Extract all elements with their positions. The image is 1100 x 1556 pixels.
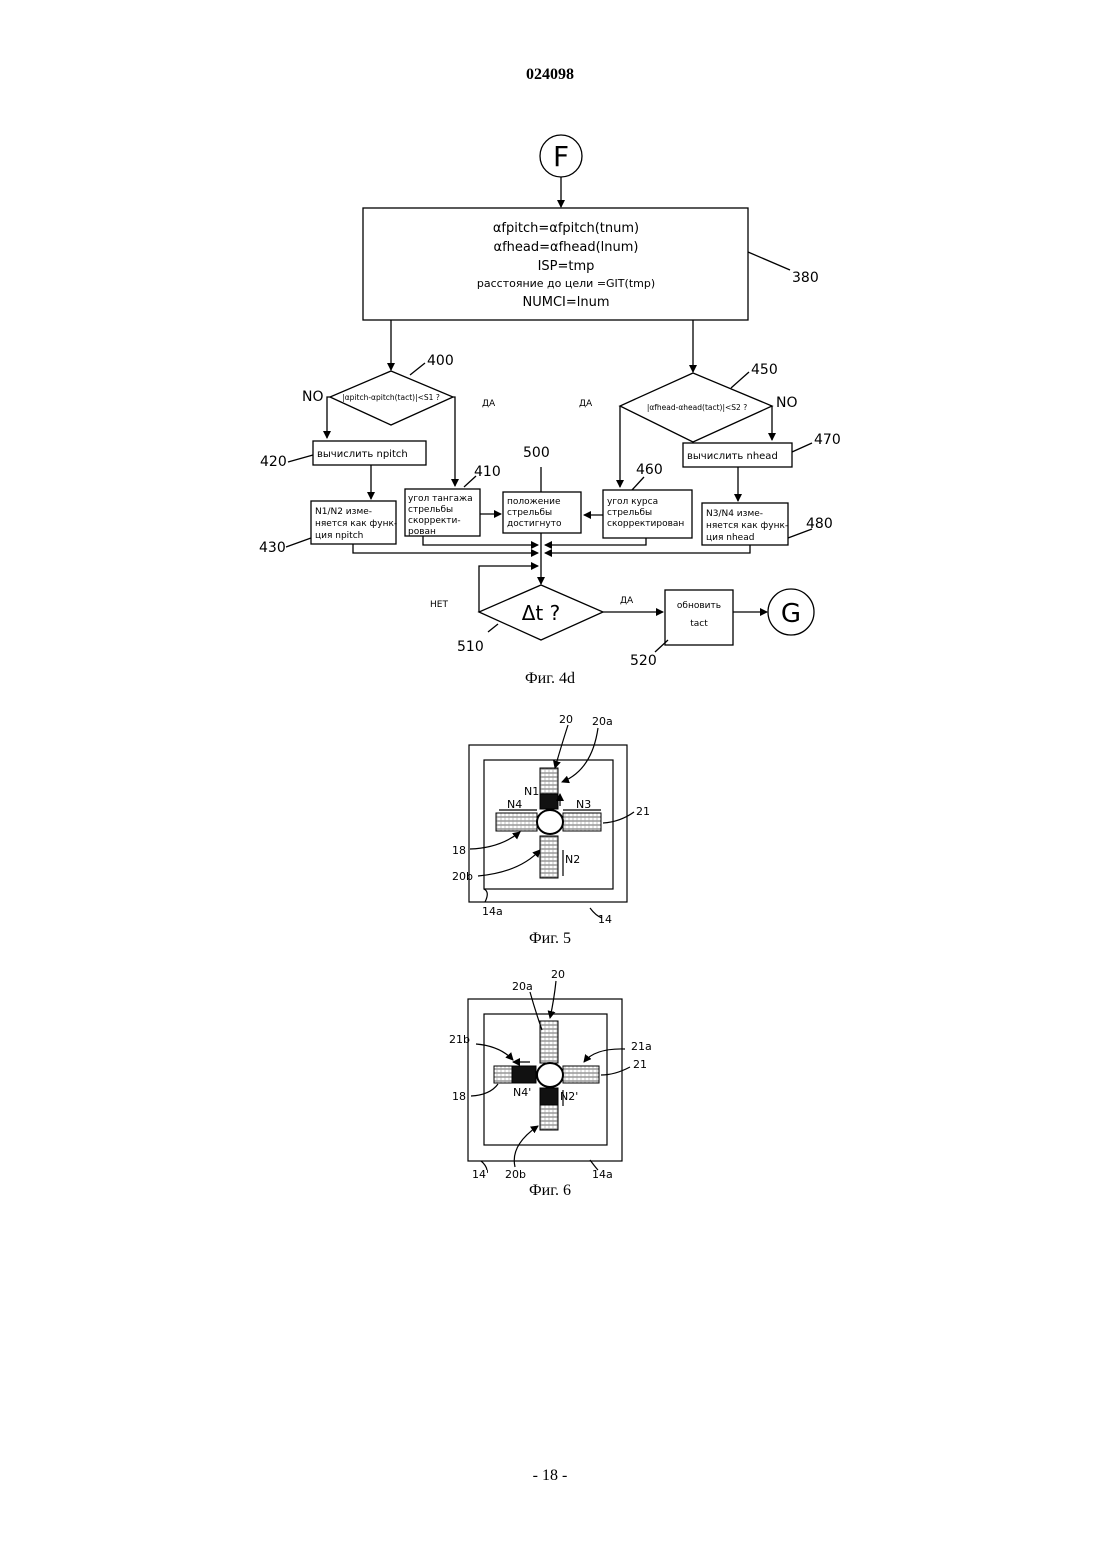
box460-line3: скорректирован [607,519,684,529]
fig6-label-14a: 14a [592,1168,613,1181]
fig6-arm-left-active [512,1066,536,1083]
block380-line2: αfhead=αfhead(lnum) [494,240,639,255]
box410-line1: угол тангажа [408,494,473,504]
fig6-arm-top [540,1021,558,1063]
ref-400: 400 [427,353,454,369]
fig5-label-21: 21 [636,805,650,818]
decision400-no: NO [302,389,324,405]
fig6-arm-right [563,1066,599,1083]
box410-line3: скорректи- [408,516,461,526]
box520-line2: tact [690,619,708,629]
box410-line4: рован [408,527,436,537]
fig5-label-14a: 14a [482,905,503,918]
fig5-arm-right [563,813,601,831]
block380-line4: расстояние до цели =GIT(tmp) [477,277,655,290]
box430-line1: N1/N2 изме- [315,507,372,517]
box430-line3: ция npitch [315,531,363,541]
box500-line1: положение [507,497,561,507]
ref-520: 520 [630,653,657,669]
fig5-center-ring [537,810,563,834]
box500-line2: стрельбы [507,508,552,518]
fig4d-flowchart: F αfpitch=αfpitch(tnum) αfhead=αfhead(ln… [259,135,841,669]
fig5-label-20a: 20a [592,715,613,728]
fig5-label-n1: N1 [524,785,539,798]
box480-line1: N3/N4 изме- [706,509,763,519]
box430-line2: няется как функ- [315,519,397,529]
ref-510: 510 [457,639,484,655]
decision510-text: Δt ? [522,601,561,625]
fig5-arm-bottom [540,836,558,878]
fig6-center-ring [537,1063,563,1087]
fig5-label-14: 14 [598,913,612,926]
fig5-arm-left [496,813,537,831]
fig5-label-n4: N4 [507,798,522,811]
fig6-diagram [468,981,630,1170]
block380-line3: ISP=tmp [538,259,595,274]
fig6-label-18: 18 [452,1090,466,1103]
fig6-label-21b: 21b [449,1033,470,1046]
ref-500: 500 [523,445,550,461]
fig5-label-n2: N2 [565,853,580,866]
ref-420: 420 [260,454,287,470]
box470-text: вычислить nhead [687,451,778,462]
block380-line1: αfpitch=αfpitch(tnum) [493,221,639,236]
fig6-label-20a: 20a [512,980,533,993]
ref-470: 470 [814,432,841,448]
fig6-caption: Фиг. 6 [529,1182,571,1199]
decision510-yes: ДА [620,596,634,606]
box460-line1: угол курса [607,497,658,507]
ref-450: 450 [751,362,778,378]
fig5-label-18: 18 [452,844,466,857]
decision400-yes: ДА [482,399,496,409]
block380-line5: NUMCI=lnum [522,295,609,310]
ref-380: 380 [792,270,819,286]
decision450-text: |αfhead-αhead(tact)|<S2 ? [647,403,747,412]
ref-460: 460 [636,462,663,478]
box420-text: вычислить npitch [317,449,408,460]
ref-430: 430 [259,540,286,556]
box460-line2: стрельбы [607,508,652,518]
box480-line2: няется как функ- [706,521,788,531]
box480-line3: ция nhead [706,533,754,543]
fig5-diagram [469,725,634,918]
fig5-caption: Фиг. 5 [529,930,571,947]
fig5-label-n3: N3 [576,798,591,811]
ref-480: 480 [806,516,833,532]
fig5-label-20b: 20b [452,870,473,883]
box410-line2: стрельбы [408,505,453,515]
box520-line1: обновить [677,601,721,611]
fig6-label-20b: 20b [505,1168,526,1181]
ref-410: 410 [474,464,501,480]
page-number: - 18 - [0,1467,1100,1485]
decision400-text: |αpitch-αpitch(tact)|<S1 ? [342,393,440,402]
fig6-label-20: 20 [551,968,565,981]
connector-g-label: G [781,599,801,629]
decision450-no: NO [776,395,798,411]
fig6-label-21a: 21a [631,1040,652,1053]
fig4d-caption: Фиг. 4d [525,670,575,687]
fig6-label-21: 21 [633,1058,647,1071]
fig6-arm-bottom-active [540,1088,558,1105]
fig5-label-20: 20 [559,713,573,726]
fig6-label-n2p: N2' [560,1090,578,1103]
box-520 [665,590,733,645]
fig6-label-14p: 14' [472,1168,489,1181]
decision510-no: НЕТ [430,600,448,610]
fig6-label-n4p: N4' [513,1086,531,1099]
decision450-yes: ДА [579,399,593,409]
fig5-arm-top-active [540,794,558,809]
box500-line3: достигнуто [507,519,562,529]
connector-f-label: F [553,140,569,173]
